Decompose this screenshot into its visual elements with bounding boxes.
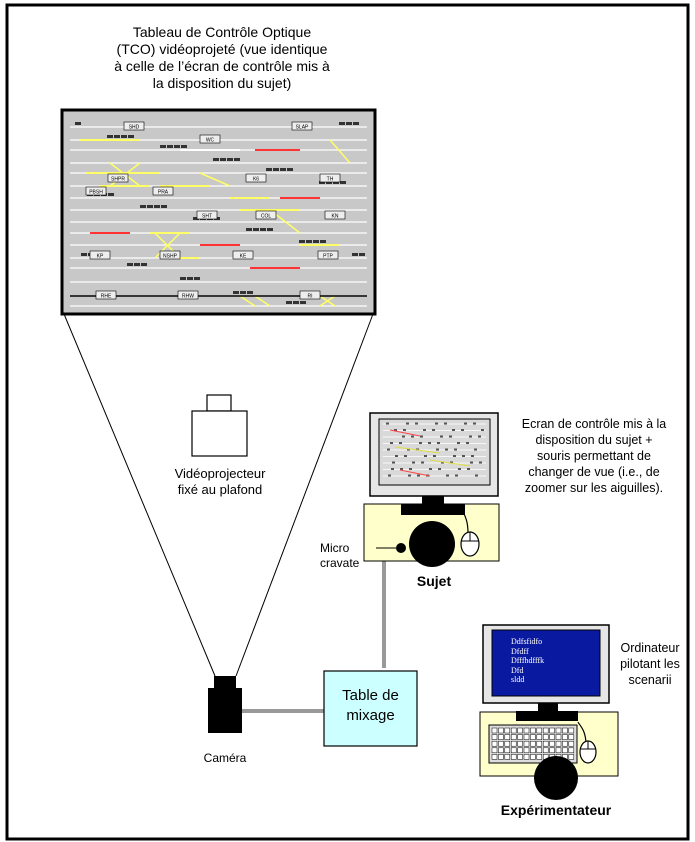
- tco-section-label: K6: [253, 177, 259, 183]
- tco-section-label: RHE: [101, 294, 112, 300]
- tco-section-label: RHW: [182, 294, 194, 300]
- tco-section-label: WC: [206, 138, 215, 144]
- screen-line: Ddfsfidfo: [511, 637, 543, 646]
- tco-section-box: [107, 173, 129, 183]
- experimenter-workstation: [479, 624, 619, 800]
- tco-projection-screen: SHD WC SLAP SHPR K6 TH PBSH PRA SHT COL KN KP NSHP KE…: [60, 108, 377, 316]
- monitor-label: Ecran de contrôle mis à la disposition d…: [521, 417, 667, 495]
- tco-section-box: [177, 290, 199, 300]
- tco-section-label: KE: [240, 254, 247, 260]
- tco-section-label: PTP: [323, 254, 333, 260]
- camera-icon: [208, 676, 242, 733]
- tco-section-label: PRA: [158, 190, 169, 196]
- tco-section-box: [85, 186, 107, 196]
- tco-section-box: [324, 210, 346, 220]
- tco-section-box: [317, 250, 339, 260]
- subject-workstation: [363, 412, 500, 567]
- tco-section-label: KN: [332, 214, 339, 220]
- tco-section-label: RI: [308, 294, 313, 300]
- mixer-label: Table de mixage: [342, 687, 399, 724]
- tco-section-box: [291, 121, 313, 131]
- mixer-box: [323, 670, 418, 747]
- tco-section-box: [232, 250, 254, 260]
- computer-screen-text: Ddfsfidfo Dfdff Dfffhdfffk Dfd sldd: [511, 637, 599, 685]
- projector-label: Vidéoprojecteur fixé au plafond: [174, 466, 266, 497]
- keyboard-icon: [488, 724, 578, 764]
- tco-section-box: [123, 121, 145, 131]
- tco-section-label: SHT: [202, 214, 212, 220]
- screen-line: Dfdff: [511, 646, 529, 656]
- tco-track-diagram: SHD WC SLAP SHPR K6 TH PBSH PRA SHT COL KN KP NSHP KE…: [70, 121, 367, 307]
- tco-section-box: [255, 210, 277, 220]
- tco-section-label: NSHP: [163, 254, 178, 260]
- screen-line: sldd: [511, 675, 525, 684]
- tco-section-label: PBSH: [89, 190, 103, 196]
- tco-section-box: [89, 250, 111, 260]
- micro-icon: [396, 543, 406, 553]
- subject-label: Sujet: [416, 573, 452, 589]
- screen-line: Dfd: [511, 665, 524, 675]
- tco-section-label: SHPR: [111, 177, 125, 183]
- tco-section-box: [299, 290, 321, 300]
- experimenter-label: Expérimentateur: [500, 802, 612, 818]
- tco-label: Tableau de Contrôle Optique (TCO) vidéop…: [114, 24, 330, 91]
- outer-border: [5, 3, 690, 841]
- projector-icon: [191, 394, 248, 457]
- tco-section-box: [196, 210, 218, 220]
- tco-section-label: SHD: [129, 125, 140, 131]
- screen-line: Dfffhdfffk: [511, 656, 545, 665]
- tco-section-label: KP: [97, 254, 104, 260]
- tco-section-box: [152, 186, 174, 196]
- tco-section-box: [319, 173, 341, 183]
- tco-section-label: TH: [327, 177, 334, 183]
- tco-section-label: SLAP: [296, 125, 309, 131]
- subject-head: [409, 521, 455, 567]
- experimenter-head: [534, 756, 578, 800]
- projection-cone: [63, 313, 374, 677]
- subject-monitor-tco-thumbnail: [383, 422, 486, 477]
- computer-label: Ordinateur pilotant les scenarii: [620, 641, 680, 687]
- tco-section-box: [245, 173, 267, 183]
- tco-section-box: [199, 134, 221, 144]
- micro-label: Micro cravate: [320, 541, 360, 570]
- camera-label: Caméra: [203, 751, 247, 765]
- tco-section-label: COL: [261, 214, 272, 220]
- tco-section-box: [159, 250, 181, 260]
- tco-section-box: [95, 290, 117, 300]
- experimenter-monitor-screen: [491, 629, 601, 697]
